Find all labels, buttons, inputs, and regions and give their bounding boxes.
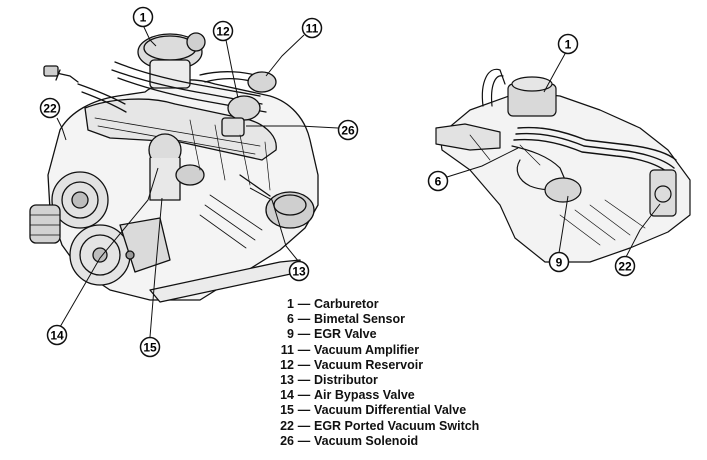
legend-part-name: Vacuum Differential Valve [314,403,467,418]
svg-text:22: 22 [43,102,57,116]
legend-part-name: Vacuum Reservoir [314,357,424,372]
legend-row: 6—Bimetal Sensor [272,312,572,327]
legend-row: 13—Distributor [272,373,572,388]
legend-row: 12—Vacuum Reservoir [272,358,572,373]
legend-dash: — [297,418,311,433]
legend-part-name: Distributor [314,372,378,387]
callout-22-rear: 22 [614,255,636,277]
right-callouts: 1 6 9 22 [427,33,636,277]
legend-part-name: EGR Ported Vacuum Switch [314,418,480,433]
legend-number: 15 [280,403,294,418]
legend-dash: — [297,297,311,311]
legend-row: 9—EGR Valve [272,327,572,342]
legend-part-name: Vacuum Solenoid [314,433,419,448]
legend-number: 6 [287,312,294,327]
svg-text:12: 12 [216,25,230,39]
legend-part-name: Bimetal Sensor [314,312,406,327]
callout-6-rear: 6 [427,170,449,192]
callout-12: 12 [212,20,234,42]
callout-15: 15 [139,336,161,358]
front-engine-illustration [29,32,319,303]
legend-number: 22 [280,418,294,433]
legend-dash: — [297,388,311,403]
legend-part-name: Vacuum Amplifier [314,342,420,357]
legend-row: 22—EGR Ported Vacuum Switch [272,419,572,434]
legend-dash: — [297,327,311,342]
legend-row: 15—Vacuum Differential Valve [272,403,572,418]
left-callouts: 1 12 11 22 26 13 14 15 [39,6,359,358]
legend-row: 1—Carburetor [272,297,572,312]
rear-engine-illustration [435,68,691,263]
callout-11: 11 [301,17,323,39]
legend-number: 9 [287,327,294,342]
svg-text:15: 15 [143,341,157,355]
legend-part-name: Carburetor [314,297,379,311]
legend-dash: — [297,372,311,387]
svg-text:26: 26 [341,124,355,138]
legend-part-name: EGR Valve [314,327,377,342]
legend-dash: — [297,342,311,357]
svg-text:11: 11 [306,22,319,36]
legend-dash: — [297,403,311,418]
callout-22: 22 [39,97,61,119]
svg-text:9: 9 [556,256,563,270]
svg-text:1: 1 [565,38,572,52]
svg-text:6: 6 [435,175,442,189]
legend-dash: — [297,357,311,372]
callout-1-rear: 1 [557,33,579,55]
left-leader-lines [56,24,339,338]
legend-dash: — [297,312,311,327]
callout-1: 1 [132,6,154,28]
svg-text:14: 14 [50,329,64,343]
right-leader-lines [446,51,661,258]
legend-row: 11—Vacuum Amplifier [272,343,572,358]
legend-part-name: Air Bypass Valve [314,388,415,403]
callout-26: 26 [337,119,359,141]
legend-number: 1 [287,297,294,311]
svg-text:22: 22 [618,260,632,274]
legend-row: 26—Vacuum Solenoid [272,434,572,449]
parts-legend: 1—Carburetor 6—Bimetal Sensor 9—EGR Valv… [272,297,572,449]
legend-dash: — [297,433,311,448]
legend-number: 26 [280,433,294,448]
legend-number: 13 [280,372,294,387]
legend-number: 14 [280,388,294,403]
svg-text:13: 13 [292,265,306,279]
callout-9-rear: 9 [548,251,570,273]
callout-13: 13 [288,260,310,282]
legend-number: 12 [280,357,294,372]
legend-row: 14—Air Bypass Valve [272,388,572,403]
legend-number: 11 [280,342,294,357]
callout-14: 14 [46,324,68,346]
svg-text:1: 1 [140,11,147,25]
